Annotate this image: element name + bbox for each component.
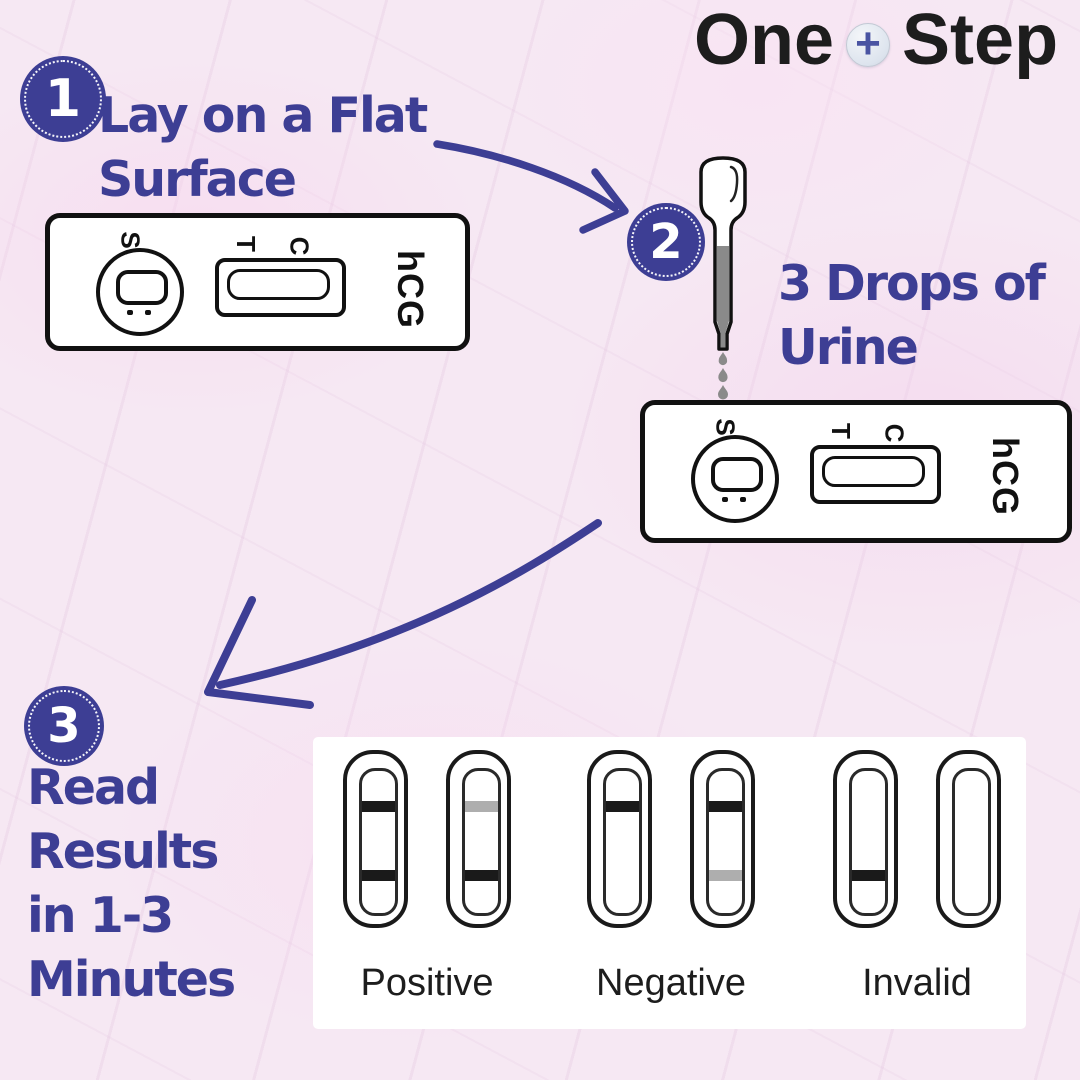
test-strip: [587, 750, 652, 928]
result-label: Positive: [360, 962, 494, 1004]
control-line-label: C: [879, 423, 910, 443]
step-3-line-1: Read: [27, 759, 160, 816]
test-line-band-faint: [709, 870, 742, 881]
sample-label: S: [115, 231, 146, 249]
control-line-label: C: [284, 236, 315, 256]
test-cassette-dosing: S T C hCG: [640, 400, 1072, 543]
test-strip: [446, 750, 511, 928]
step-1-number: 1: [44, 69, 82, 129]
test-line-band-dark: [362, 870, 395, 881]
strip-window: [359, 768, 398, 916]
strip-window: [952, 768, 991, 916]
control-line-band-faint: [465, 801, 498, 812]
sample-label: S: [710, 418, 741, 436]
plus-icon: +: [846, 21, 891, 67]
logo-word-one: One: [694, 0, 835, 80]
test-strip: [343, 750, 408, 928]
strip-window: [849, 768, 888, 916]
logo-word-step: Step: [902, 0, 1059, 80]
strip-window: [706, 768, 745, 916]
result-group-positive: Positive: [343, 750, 511, 1016]
result-window: [810, 445, 941, 504]
step-2-line-2: Urine: [778, 319, 919, 376]
step-2-number: 2: [649, 214, 683, 270]
urine-dropper-icon: [699, 156, 747, 400]
sample-well: [96, 248, 184, 336]
well-dot: [127, 310, 133, 315]
step-3-line-2: Results: [27, 823, 219, 880]
result-group-invalid: Invalid: [833, 750, 1001, 1016]
step-3-badge: 3: [24, 686, 104, 766]
curved-arrow-step2-to-step3-icon: [204, 519, 602, 709]
result-window: [215, 258, 346, 317]
curved-arrow-step1-to-step2-icon: [433, 140, 629, 234]
sample-well-opening: [711, 457, 763, 492]
result-label: Invalid: [862, 962, 972, 1004]
result-label: Negative: [596, 962, 746, 1004]
control-line-band-dark: [362, 801, 395, 812]
hcg-label: hCG: [985, 437, 1026, 516]
step-2-line-1: 3 Drops of: [778, 255, 1046, 312]
well-dot: [722, 497, 728, 502]
sample-well-opening: [116, 270, 168, 305]
well-dot: [145, 310, 151, 315]
step-2-heading: 3 Drops of Urine: [778, 252, 1046, 380]
test-strip: [690, 750, 755, 928]
step-1-line-2: Surface: [98, 151, 297, 208]
test-strip: [833, 750, 898, 928]
result-group-negative: Negative: [587, 750, 755, 1016]
step-3-line-4: Minutes: [27, 951, 236, 1008]
step-1-line-1: Lay on a Flat: [98, 87, 428, 144]
control-line-band-dark: [709, 801, 742, 812]
step-3-line-3: in 1-3: [27, 887, 174, 944]
step-1-badge: 1: [20, 56, 106, 142]
step-3-number: 3: [47, 698, 81, 754]
test-line-band-dark: [465, 870, 498, 881]
results-legend-panel: Positive Negative Invalid: [313, 737, 1026, 1029]
result-window-inner: [227, 269, 330, 300]
strip-window: [462, 768, 501, 916]
test-line-band-dark: [852, 870, 885, 881]
test-cassette-flat: S T C hCG: [45, 213, 470, 351]
well-dot: [740, 497, 746, 502]
hcg-label: hCG: [390, 250, 431, 329]
brand-logo: One + Step: [694, 2, 1058, 78]
test-line-label: T: [825, 423, 856, 439]
control-line-band-dark: [606, 801, 639, 812]
test-strip: [936, 750, 1001, 928]
step-1-heading: Lay on a Flat Surface: [98, 84, 428, 212]
test-line-label: T: [230, 236, 261, 252]
step-3-heading: Read Results in 1-3 Minutes: [27, 756, 236, 1012]
result-window-inner: [822, 456, 925, 487]
step-2-badge: 2: [627, 203, 705, 281]
strip-window: [603, 768, 642, 916]
